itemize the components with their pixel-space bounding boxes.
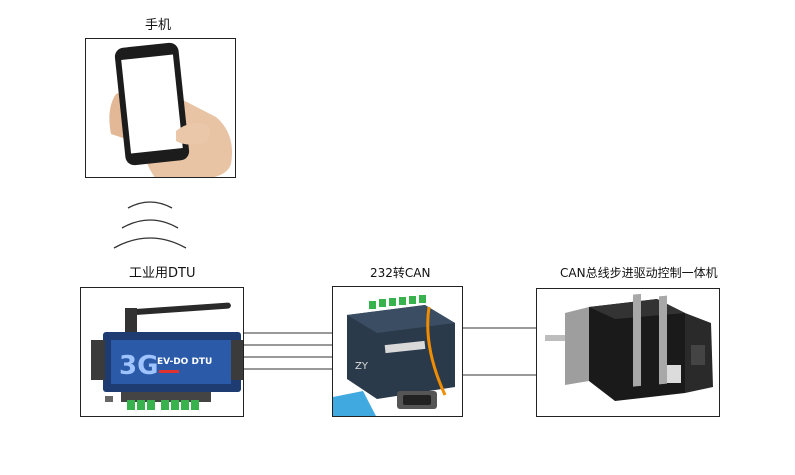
converter-motor-links bbox=[462, 327, 536, 376]
converter-label: 232转CAN bbox=[370, 266, 431, 280]
dtu-box: 3G EV-DO DTU bbox=[80, 287, 244, 417]
stepper-motor-image bbox=[545, 293, 713, 401]
converter-device-image: ZY bbox=[333, 295, 455, 416]
dtu-device-image: 3G EV-DO DTU bbox=[91, 302, 243, 410]
phone-box bbox=[85, 38, 236, 178]
motor-box bbox=[536, 288, 720, 417]
wireless-signal-icon bbox=[113, 201, 187, 249]
dtu-label: 工业用DTU bbox=[129, 266, 196, 281]
converter-box: ZY bbox=[332, 286, 463, 417]
dtu-device-text: EV-DO DTU bbox=[157, 357, 212, 367]
dtu-logo: 3G bbox=[119, 351, 158, 381]
phone-in-hand-image bbox=[109, 42, 232, 177]
svg-text:ZY: ZY bbox=[355, 361, 369, 372]
dtu-terminals bbox=[127, 400, 199, 410]
dtu-converter-links bbox=[244, 332, 332, 370]
motor-label: CAN总线步进驱动控制一体机 bbox=[560, 266, 718, 280]
phone-label: 手机 bbox=[145, 18, 172, 33]
